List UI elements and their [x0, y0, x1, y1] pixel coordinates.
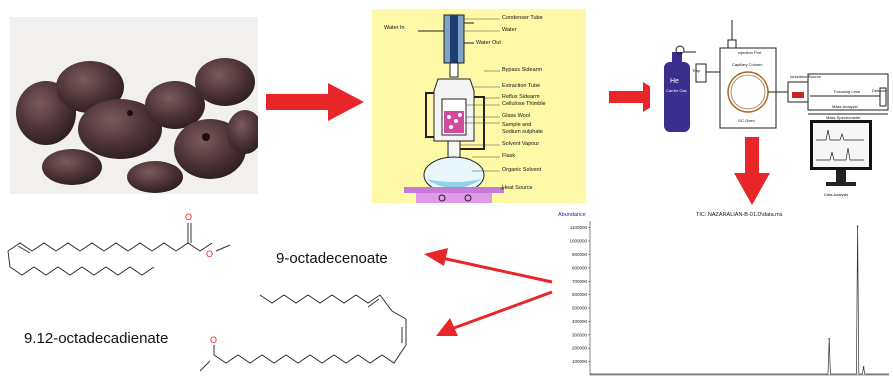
soxhlet-label-condenser: Condenser Tube	[502, 15, 543, 21]
ionization-source-label: Ionization Source	[790, 74, 821, 79]
svg-text:O: O	[210, 335, 217, 345]
soxhlet-label-thimble: Cellulose Thimble	[502, 101, 546, 107]
soxhlet-diagram: Water In Condenser Tube Water Water Out …	[372, 9, 586, 203]
carrier-gas-label: Carrier Gas	[666, 88, 687, 93]
soxhlet-label-solvent-vapour: Solvent Vapour	[502, 141, 540, 147]
mass-analyzer-label: Mass Analyzer	[832, 104, 859, 109]
arrow-to-compound-2	[436, 290, 553, 336]
y-tick-label: 100000	[572, 359, 588, 364]
tuber-photo-image	[10, 17, 258, 194]
soxhlet-label-heat-source: Heat Source	[502, 185, 533, 191]
svg-text:O: O	[206, 249, 213, 259]
soxhlet-label-reflux: Reflux Sidearm	[502, 94, 540, 100]
chart-axes	[589, 221, 889, 376]
water-in-label: Water In	[384, 25, 405, 31]
chromatogram-peak	[828, 338, 830, 340]
soxhlet-label-water-out: Water Out	[476, 40, 501, 46]
y-tick-label: 1100000	[570, 225, 588, 230]
soxhlet-label-sample: Sample and	[502, 122, 532, 128]
mass-spectrometer-label: Mass Spectrometer	[826, 115, 861, 120]
trap-label: Trap	[692, 68, 701, 73]
soxhlet-label-flask: Flask	[502, 153, 516, 159]
capillary-column-label: Capillary Column	[732, 62, 763, 67]
arrow-down	[734, 137, 770, 205]
soxhlet-apparatus-drawing	[404, 14, 504, 203]
structure-9-12-octadecadienate: O	[199, 294, 407, 372]
soxhlet-label-extraction-tube: Extraction Tube	[502, 83, 541, 89]
chromatogram-peak	[862, 366, 865, 368]
y-tick-label: 1000000	[569, 239, 587, 244]
svg-text:O: O	[185, 212, 192, 222]
compound-label-9-octadecenoate: 9-octadecenoate	[276, 250, 388, 267]
focusing-lens-label: Focusing Lens	[834, 89, 861, 94]
detector-label: Detector	[872, 88, 888, 93]
data-analysis-label: Data Analysis	[824, 192, 849, 197]
arrow-right-1	[266, 83, 364, 121]
injection-port-label: Injection Port	[738, 50, 762, 55]
arrows-to-compounds	[424, 248, 553, 336]
chromatogram-trace	[590, 226, 889, 375]
y-tick-label: 900000	[572, 252, 588, 257]
chromatogram-plot: 1100000 1000000 900000 800000 700000 600000 50…	[569, 221, 889, 376]
compound-label-9-12-octadecadienate: 9.12-octadecadienate	[24, 330, 169, 347]
gcms-diagram: He Carrier Gas Trap Injection Port Capil…	[650, 12, 893, 207]
y-tick-label: 700000	[572, 279, 588, 284]
soxhlet-label-glass-wool: Glass Wool	[502, 113, 531, 119]
structure-9-octadecenoate: O O	[7, 212, 231, 276]
gcms-schematic-drawing	[664, 20, 889, 186]
he-label: He	[670, 78, 679, 85]
tuber-photo	[10, 17, 258, 194]
y-tick-label: 200000	[572, 346, 588, 351]
soxhlet-label-sodium-sulphate: Sodium sulphate	[502, 129, 543, 135]
chromatogram: Abundance TIC: NAZARALIAN-B-01.D\data.ms…	[556, 211, 893, 379]
soxhlet-label-bypass: Bypass Sidearm	[502, 67, 543, 73]
chromatogram-peak	[856, 225, 859, 228]
y-tick-label: 600000	[572, 292, 588, 297]
arrow-to-compound-1	[424, 248, 553, 284]
chart-title: TIC: NAZARALIAN-B-01.D\data.ms	[696, 212, 783, 218]
soxhlet-label-water: Water	[502, 27, 517, 33]
y-tick-label: 800000	[572, 265, 588, 270]
y-tick-label: 400000	[572, 319, 588, 324]
y-tick-label: 500000	[572, 306, 588, 311]
chart-ylabel: Abundance	[558, 212, 586, 218]
y-tick-label: 300000	[572, 332, 588, 337]
soxhlet-label-organic-solvent: Organic Solvent	[502, 167, 542, 173]
gc-oven-label: GC Oven	[738, 118, 755, 123]
